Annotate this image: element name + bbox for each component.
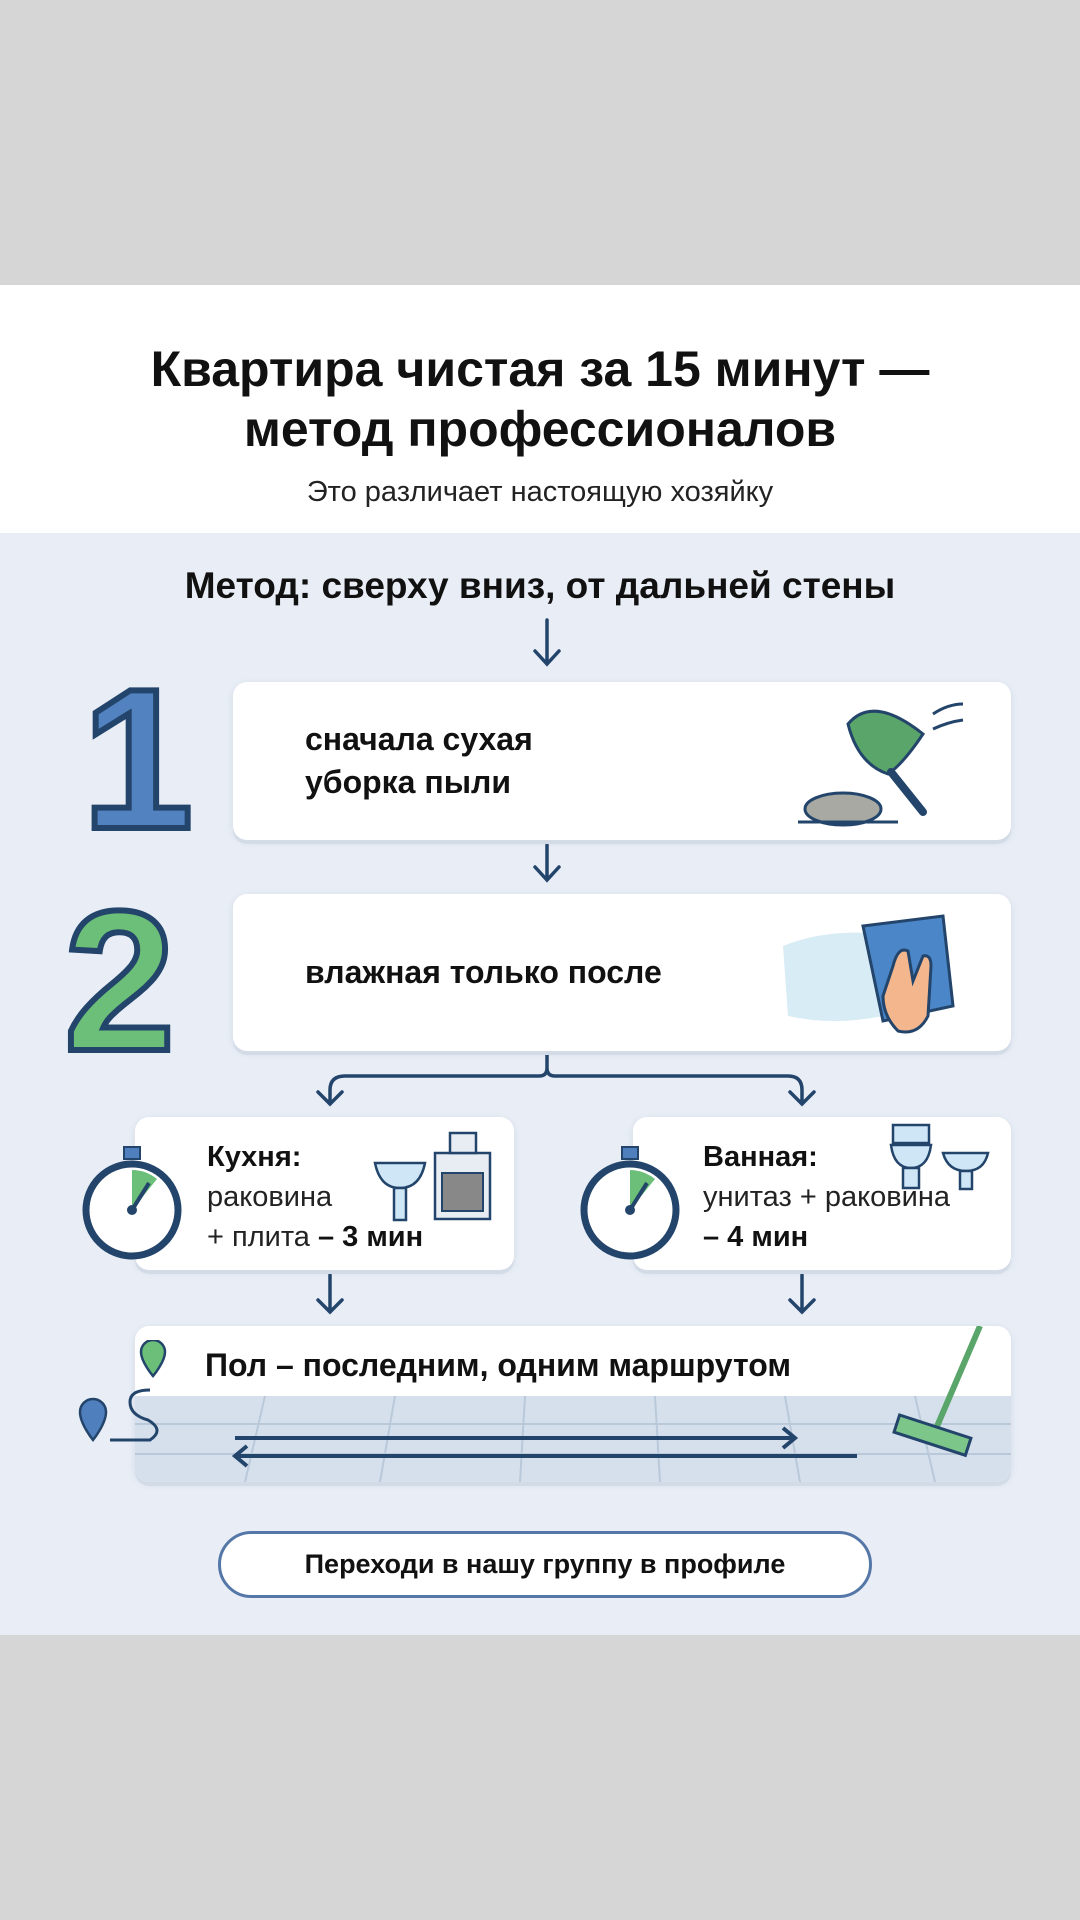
floor-tiles [135, 1396, 1011, 1482]
subtitle: Это различает настоящую хозяйку [306, 476, 774, 508]
route-arrow-left-icon [231, 1444, 857, 1468]
header [0, 285, 1080, 533]
step-card-1: сначала сухая уборка пыли [233, 682, 1011, 840]
floor-text: Пол – последним, одним маршрутом [205, 1347, 791, 1383]
branch-arrows-icon [316, 1052, 816, 1107]
kitchen-line-2: + плита – 3 мин [207, 1217, 423, 1257]
step-card-2: влажная только после [233, 894, 1011, 1051]
floor-card: Пол – последним, одним маршрутом [135, 1326, 1011, 1482]
stopwatch-icon [82, 1146, 182, 1260]
arrow-down-icon [533, 843, 561, 883]
method-heading: Метод: сверху вниз, от дальней стены [184, 565, 896, 606]
bathroom-card: Ванная: унитаз + раковина – 4 мин [580, 1117, 1011, 1270]
kitchen-line-1: раковина [207, 1181, 333, 1213]
arrow-down-icon [788, 1273, 816, 1315]
cloth-hand-icon [783, 914, 955, 1034]
stopwatch-icon [580, 1146, 680, 1260]
bathroom-title: Ванная: [703, 1141, 818, 1173]
kitchen-card: Кухня: раковина + плита – 3 мин [82, 1117, 514, 1270]
bathroom-time: – 4 мин [703, 1221, 809, 1253]
arrow-down-icon [316, 1273, 344, 1315]
kitchen-time: – 3 мин [317, 1221, 424, 1253]
title-line-2: метод профессионалов [243, 401, 837, 457]
step-number-1: 1 [79, 648, 196, 871]
title-line-1: Квартира чистая за 15 минут — [150, 341, 930, 397]
kitchen-title: Кухня: [207, 1141, 302, 1173]
toilet-sink-icon [889, 1123, 990, 1191]
arrow-down-icon [533, 618, 561, 667]
join-group-button[interactable]: Переходи в нашу группу в профиле [218, 1531, 872, 1598]
step-number-2: 2 [61, 870, 178, 1093]
step-1-line-1: сначала сухая [305, 721, 533, 757]
sink-stove-icon [373, 1131, 492, 1222]
route-pins-icon [78, 1340, 167, 1442]
duster-icon [798, 702, 964, 827]
route-arrow-right-icon [235, 1426, 799, 1450]
mop-icon [892, 1326, 983, 1458]
kitchen-items: + плита [207, 1221, 318, 1253]
step-1-line-2: уборка пыли [305, 764, 512, 800]
step-2-text: влажная только после [305, 954, 662, 990]
